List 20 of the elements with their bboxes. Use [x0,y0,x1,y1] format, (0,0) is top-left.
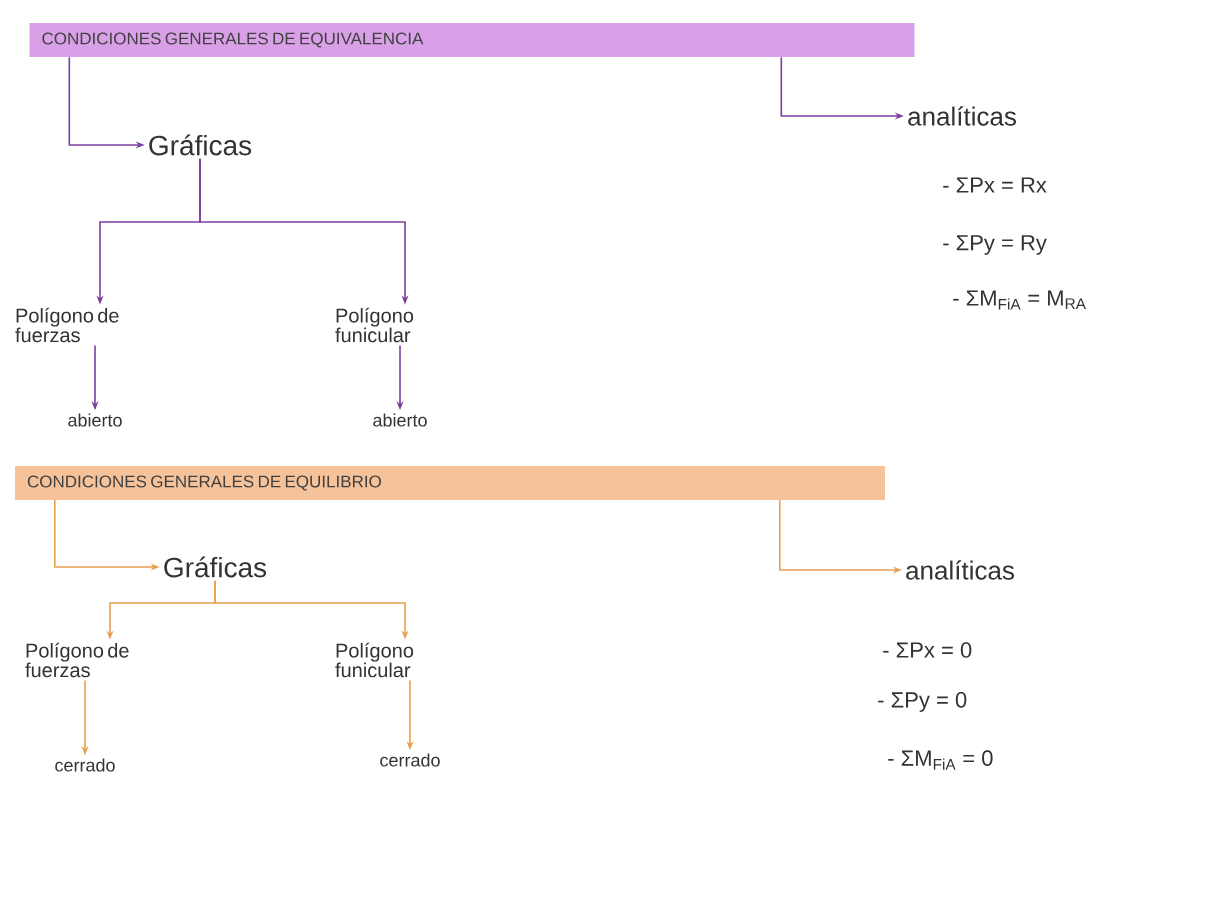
equation: - ΣM$_{FiA}$ = 0 [888,750,993,770]
title-band: CONDICIONES GENERALES DE EQUILIBRIO [15,466,885,500]
node-text: abierto [68,413,122,427]
node-text: Gráficas [149,134,252,156]
equation: - ΣM$_{FiA}$ = M$_{RA}$ [953,290,1086,310]
node-text: Polígono funicular [335,307,414,343]
node-text: Polígono de fuerzas [15,307,119,343]
node-text: Polígono funicular [335,642,414,678]
node-text: Polígono de fuerzas [25,642,129,678]
node-text: abierto [373,413,427,427]
title-band: CONDICIONES GENERALES DE EQUIVALENCIA [29,23,915,57]
node-text: analíticas [908,106,1016,126]
equation: - ΣPy = 0 [878,692,967,712]
node-text: cerrado [55,758,115,772]
node-text: cerrado [380,753,440,767]
equation: - ΣPx = Rx [943,177,1047,193]
node-text: analíticas [906,560,1014,580]
node-text: Gráficas [164,556,267,578]
equation: - ΣPx = 0 [883,642,972,658]
equation: - ΣPy = Ry [943,235,1047,255]
